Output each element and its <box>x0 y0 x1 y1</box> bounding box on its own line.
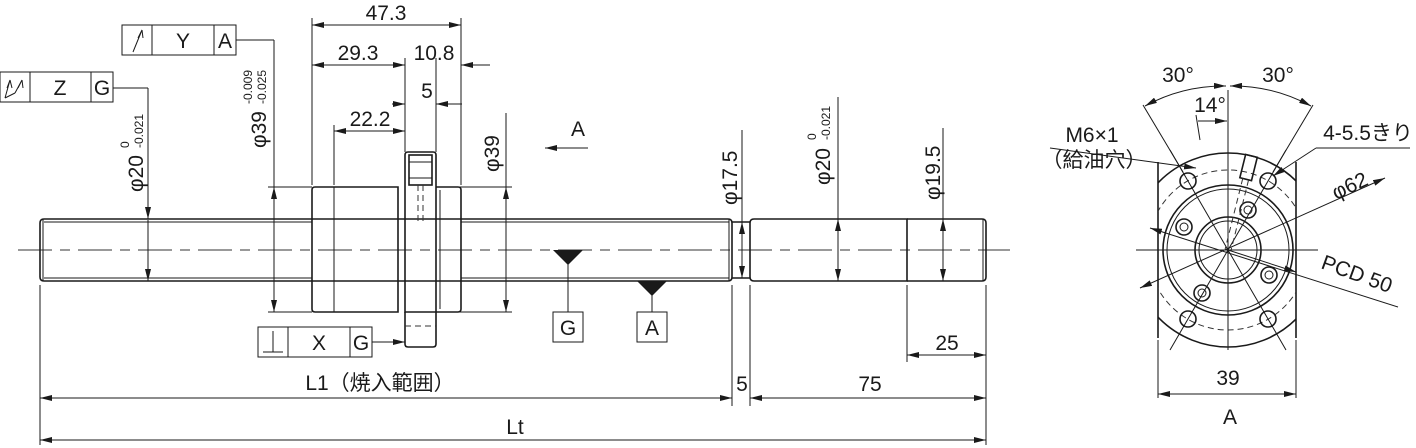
frame-tolerance: X <box>312 332 326 355</box>
feature-frame-runout-y: Y A <box>121 24 274 56</box>
dim-25: 25 <box>935 332 958 355</box>
circular-runout-icon <box>132 29 144 53</box>
dia-20-right-upper: 0 <box>805 133 819 140</box>
dia-17-5: φ17.5 <box>719 151 742 206</box>
view-arrow-label: A <box>571 118 585 141</box>
frame-datum: A <box>218 30 232 53</box>
dia-39-nut: φ39 <box>481 135 504 172</box>
frame-datum: G <box>94 77 110 100</box>
dia-20-right-main: φ20 <box>812 148 835 185</box>
frame-tolerance: Y <box>176 30 190 53</box>
bolt-holes-label: 4-5.5きり <box>1323 122 1413 145</box>
pcd-label: PCD 50 <box>1318 251 1395 298</box>
datum-a: A <box>636 281 668 343</box>
dim-10-8: 10.8 <box>414 42 455 65</box>
frame-datum: G <box>353 332 369 355</box>
dim-75: 75 <box>858 373 881 396</box>
datum-g-label: G <box>560 317 576 340</box>
dia-20-left-lower: -0.021 <box>132 114 146 148</box>
perpendicularity-icon <box>263 331 283 353</box>
dia-39-upper: -0.009 <box>241 70 255 104</box>
datum-a-label: A <box>645 317 659 340</box>
ball-nut <box>311 151 462 348</box>
dim-22-2: 22.2 <box>350 108 391 131</box>
angle-oil: 14° <box>1194 94 1226 117</box>
dia-19-5: φ19.5 <box>922 146 945 201</box>
front-view: 47.3 29.3 10.8 5 22.2 φ39 φ39 -0.009 -0.… <box>0 2 1010 445</box>
dim-l1: L1（焼入範囲） <box>305 372 454 395</box>
frame-tolerance: Z <box>54 77 67 100</box>
dia-39-lower: -0.025 <box>255 70 269 104</box>
dim-47-3: 47.3 <box>366 2 407 25</box>
feature-frame-perpendicularity-x: X G <box>257 326 405 358</box>
view-label: A <box>1223 406 1237 429</box>
dia-20-left-main: φ20 <box>125 155 148 192</box>
dia-20-right-lower: -0.021 <box>819 106 833 140</box>
dia-20-left-upper: 0 <box>118 141 132 148</box>
flange-dia: φ62 <box>1328 168 1371 204</box>
feature-frame-total-runout-z: Z G <box>0 71 148 103</box>
oil-hole-thread: M6×1 <box>1065 124 1118 147</box>
dim-29-3: 29.3 <box>338 42 379 65</box>
dim-5-top: 5 <box>421 80 433 103</box>
dim-lt: Lt <box>506 416 524 439</box>
total-runout-icon <box>4 79 24 99</box>
datum-g: G <box>552 250 584 343</box>
end-view: 30° 30° 14° M6×1 （給油穴） 4-5.5きり φ62 PCD 5… <box>1042 64 1413 429</box>
angle-right: 30° <box>1262 64 1294 87</box>
oil-hole-note: （給油穴） <box>1042 149 1147 172</box>
width-39: 39 <box>1216 367 1239 390</box>
dia-39-tolerance: φ39 <box>248 111 271 148</box>
dia-39-main: φ39 <box>248 111 271 148</box>
dim-5-bottom: 5 <box>736 373 748 396</box>
angle-left: 30° <box>1162 64 1194 87</box>
